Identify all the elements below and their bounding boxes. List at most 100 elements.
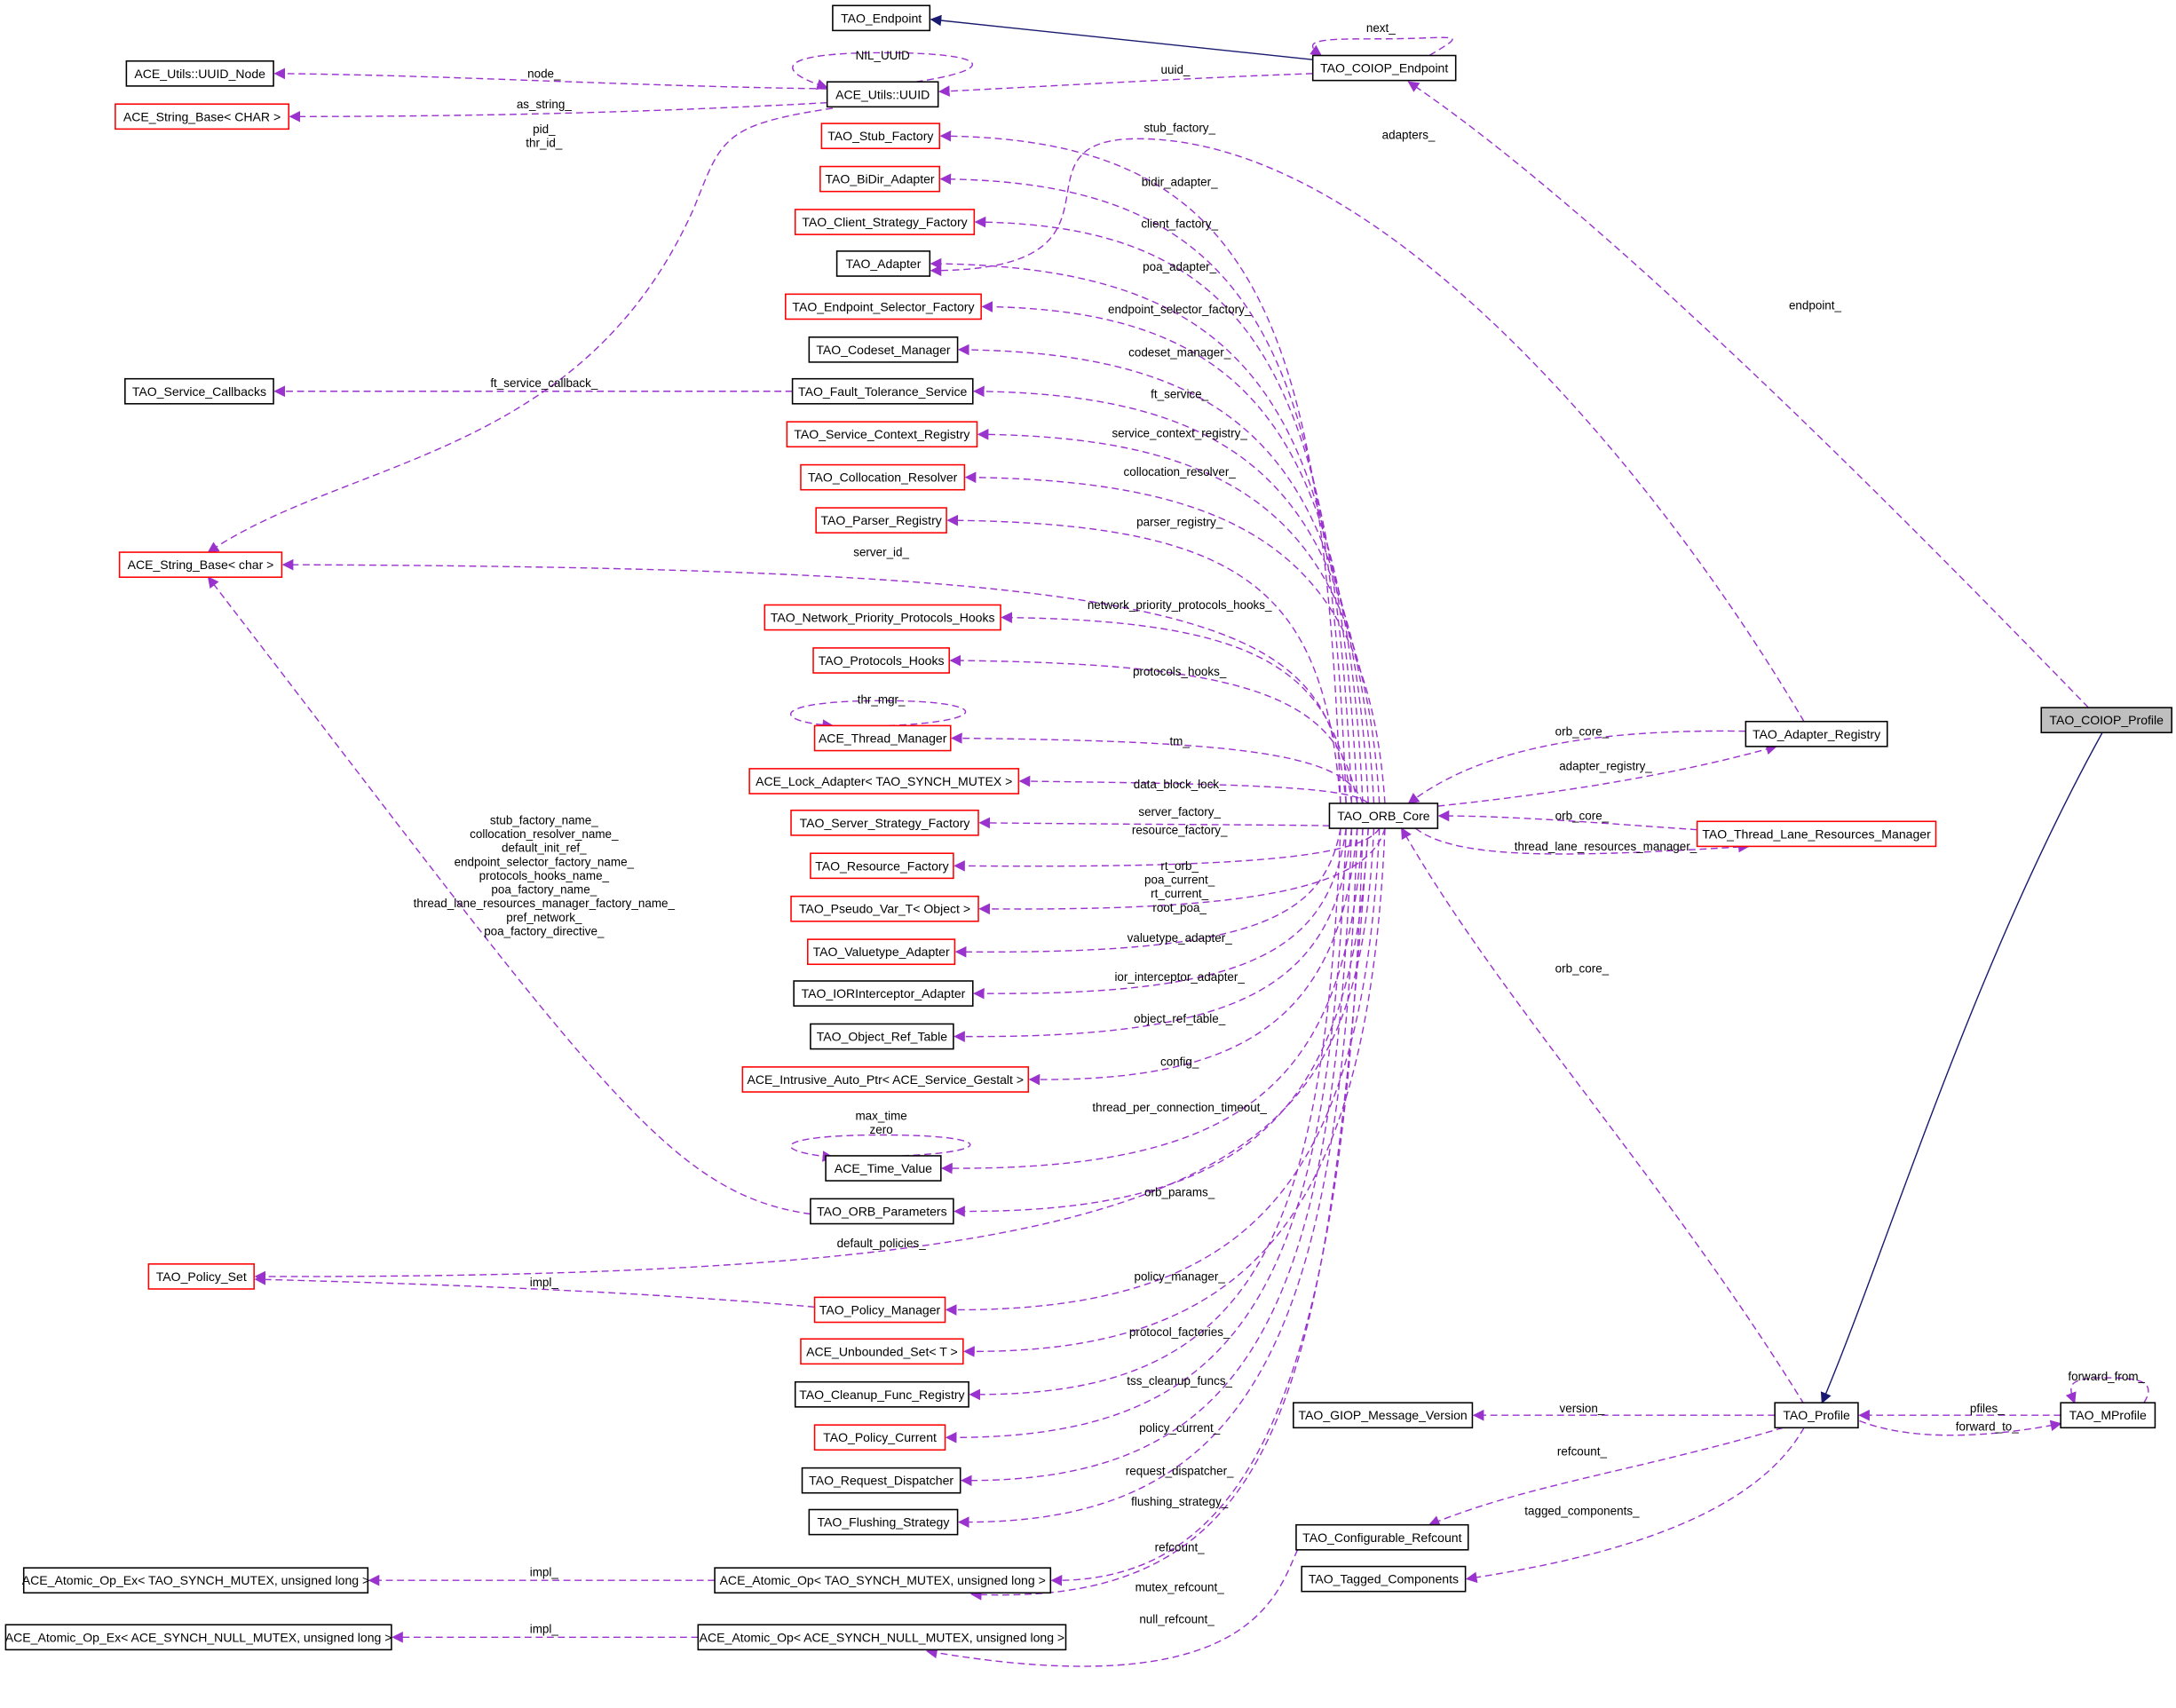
class-name: ACE_Atomic_Op_Ex< TAO_SYNCH_MUTEX, unsig… [22, 1573, 369, 1587]
class-node-mprofile[interactable]: TAO_MProfile [2060, 1402, 2156, 1429]
class-node-svc-cb[interactable]: TAO_Service_Callbacks [124, 377, 274, 405]
class-node-thread-mgr[interactable]: ACE_Thread_Manager [813, 724, 952, 752]
class-name: ACE_Atomic_Op< ACE_SYNCH_NULL_MUTEX, uns… [700, 1630, 1064, 1644]
class-node-coll[interactable]: TAO_Collocation_Resolver [800, 463, 966, 491]
class-name: TAO_GIOP_Message_Version [1299, 1408, 1468, 1422]
class-name: TAO_IORInterceptor_Adapter [802, 986, 966, 1000]
edge-labels-layer: stub_factory_bidir_adapter_client_factor… [414, 21, 2146, 1636]
edge-orb-core-csf [974, 216, 1353, 803]
edge-orb-core-sb_char [281, 558, 1347, 804]
class-node-uuid[interactable]: ACE_Utils::UUID [826, 81, 939, 108]
edge-label: poa_factory_name_ [491, 883, 597, 897]
edge-label: thr_id_ [526, 137, 563, 150]
edge-orb-core-flushing [957, 828, 1358, 1528]
class-node-policy-mgr[interactable]: TAO_Policy_Manager [813, 1296, 946, 1324]
class-box [800, 1338, 964, 1365]
class-node-ior[interactable]: TAO_IORInterceptor_Adapter [793, 980, 974, 1007]
class-box [812, 647, 950, 674]
class-node-lock[interactable]: ACE_Lock_Adapter< TAO_SYNCH_MUTEX > [748, 768, 1020, 795]
class-box [794, 1380, 969, 1408]
edge-label: ior_interceptor_adapter_ [1114, 970, 1245, 984]
class-node-iap[interactable]: ACE_Intrusive_Auto_Ptr< ACE_Service_Gest… [741, 1066, 1030, 1093]
class-node-policy-current[interactable]: TAO_Policy_Current [813, 1424, 946, 1451]
class-node-atomic-mutex[interactable]: ACE_Atomic_Op< TAO_SYNCH_MUTEX, unsigned… [714, 1567, 1052, 1594]
class-node-flushing[interactable]: TAO_Flushing_Strategy [808, 1508, 959, 1536]
class-box [807, 938, 956, 966]
class-node-cleanup[interactable]: TAO_Cleanup_Func_Registry [794, 1380, 969, 1408]
edge-coiop_ep-to-endpoint [930, 14, 1313, 60]
class-node-giop[interactable]: TAO_GIOP_Message_Version [1293, 1402, 1474, 1429]
class-name: TAO_Adapter [846, 257, 922, 271]
edge-orb-core-thread_mgr [951, 732, 1364, 804]
edge-orb-core-ior [973, 827, 1347, 1000]
class-box [1311, 54, 1457, 82]
class-box [810, 1023, 954, 1050]
edge-label: as_string_ [517, 98, 573, 111]
edge-orb-core-cleanup [969, 828, 1341, 1401]
class-node-sb-CHAR[interactable]: ACE_String_Base< CHAR > [115, 103, 290, 130]
class-node-adapter-reg[interactable]: TAO_Adapter_Registry [1745, 720, 1888, 747]
class-node-atomic-ex-null[interactable]: ACE_Atomic_Op_Ex< ACE_SYNCH_NULL_MUTEX, … [4, 1624, 392, 1651]
edge-label: orb_core_ [1555, 810, 1610, 823]
class-box [22, 1567, 369, 1594]
edge-label: version_ [1560, 1402, 1605, 1415]
class-node-orb-params[interactable]: TAO_ORB_Parameters [810, 1198, 954, 1225]
edge-label: endpoint_selector_factory_name_ [455, 855, 635, 868]
class-node-parser[interactable]: TAO_Parser_Registry [815, 507, 947, 534]
class-name: TAO_ORB_Core [1337, 809, 1430, 823]
edge-orb-core-bidir [939, 173, 1347, 803]
class-name: ACE_Lock_Adapter< TAO_SYNCH_MUTEX > [756, 774, 1012, 788]
class-box [810, 1198, 954, 1225]
class-node-orb-core[interactable]: TAO_ORB_Core [1328, 803, 1439, 829]
class-node-atomic-null[interactable]: ACE_Atomic_Op< ACE_SYNCH_NULL_MUTEX, uns… [697, 1624, 1067, 1651]
class-name: TAO_MProfile [2069, 1408, 2147, 1422]
class-name: ACE_Thread_Manager [819, 731, 947, 745]
class-node-uuid-node[interactable]: ACE_Utils::UUID_Node [125, 59, 274, 87]
class-node-atomic-ex-mutex[interactable]: ACE_Atomic_Op_Ex< TAO_SYNCH_MUTEX, unsig… [22, 1567, 369, 1594]
class-node-tagged[interactable]: TAO_Tagged_Components [1301, 1565, 1467, 1593]
class-node-adapter[interactable]: TAO_Adapter [835, 250, 931, 277]
class-node-nph[interactable]: TAO_Network_Priority_Protocols_Hooks [764, 604, 1001, 631]
class-node-codeset[interactable]: TAO_Codeset_Manager [808, 336, 959, 363]
class-node-unbounded[interactable]: ACE_Unbounded_Set< T > [800, 1338, 964, 1365]
class-node-esf[interactable]: TAO_Endpoint_Selector_Factory [784, 293, 982, 320]
class-box [826, 81, 939, 108]
edge-label: policy_manager_ [1134, 1270, 1225, 1284]
class-name: TAO_Tagged_Components [1309, 1572, 1459, 1586]
class-name: TAO_Parser_Registry [820, 513, 941, 527]
class-node-scr[interactable]: TAO_Service_Context_Registry [786, 421, 978, 448]
class-box [813, 1296, 946, 1324]
edge-label: tagged_components_ [1524, 1505, 1640, 1518]
edge-label: collocation_resolver_name_ [470, 827, 619, 841]
class-node-stub[interactable]: TAO_Stub_Factory [820, 123, 941, 150]
class-box [810, 852, 954, 880]
class-node-conf-ref[interactable]: TAO_Configurable_Refcount [1295, 1523, 1469, 1551]
class-box [1295, 1523, 1469, 1551]
class-node-policy-set[interactable]: TAO_Policy_Set [147, 1263, 255, 1290]
class-node-req-disp[interactable]: TAO_Request_Dispatcher [801, 1467, 961, 1494]
edge-uuid-to-sb_CHAR [289, 101, 827, 123]
class-node-coiop-ep[interactable]: TAO_COIOP_Endpoint [1311, 54, 1457, 82]
class-node-profile[interactable]: TAO_Profile [1774, 1402, 1859, 1429]
class-node-sb-char[interactable]: ACE_String_Base< char > [118, 551, 283, 578]
class-node-ort[interactable]: TAO_Object_Ref_Table [810, 1023, 954, 1050]
edge-orb-core-ort [953, 828, 1353, 1042]
class-node-tlrm[interactable]: TAO_Thread_Lane_Resources_Manager [1696, 820, 1937, 848]
class-node-endpoint[interactable]: TAO_Endpoint [832, 4, 931, 32]
edge-profile-to-orb_core [1401, 826, 1805, 1405]
class-node-pseudo[interactable]: TAO_Pseudo_Var_T< Object > [790, 895, 979, 922]
class-node-csf[interactable]: TAO_Client_Strategy_Factory [794, 209, 976, 235]
edge-label: next_ [1366, 21, 1396, 35]
edge-label: object_ref_table_ [1134, 1012, 1226, 1025]
class-node-bidir[interactable]: TAO_BiDir_Adapter [819, 165, 941, 193]
class-node-ssf[interactable]: TAO_Server_Strategy_Factory [790, 809, 979, 836]
class-node-valuetype[interactable]: TAO_Valuetype_Adapter [807, 938, 956, 966]
class-node-time-value[interactable]: ACE_Time_Value [825, 1155, 942, 1182]
edge-label: rt_current_ [1151, 887, 1209, 900]
edge-label: rt_orb_ [1160, 859, 1199, 873]
class-node-rf[interactable]: TAO_Resource_Factory [810, 852, 954, 880]
class-node-ph[interactable]: TAO_Protocols_Hooks [812, 647, 950, 674]
class-node-coiop-prof[interactable]: TAO_COIOP_Profile [2040, 707, 2172, 734]
class-node-ft[interactable]: TAO_Fault_Tolerance_Service [791, 377, 974, 405]
